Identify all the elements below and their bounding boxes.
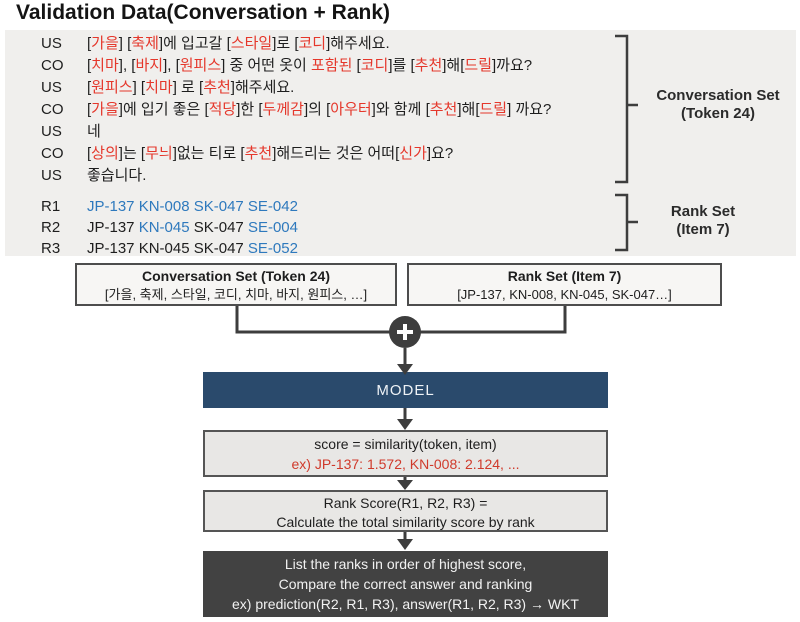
speaker-label: R1 [41,198,61,215]
rank-set-box-content: [JP-137, KN-008, KN-045, SK-047…] [457,287,672,302]
dialog-row: US 좋습니다. [35,165,551,187]
model-label: MODEL [376,381,435,399]
speaker-label: CO [41,101,64,118]
result-line1: List the ranks in order of highest score… [284,556,527,572]
result-line2: Compare the correct answer and ranking [278,576,533,592]
conversation-list: US [가을] [축제]에 입고갈 [스타일]로 [코디]해주세요. CO [치마],… [35,33,551,187]
dialog-row: R2 JP-137 KN-045 SK-047 SE-004 [35,217,298,238]
utterance-text: [원피스] [치마] 로 [추천]해주세요. [87,79,295,96]
speaker-label: US [41,167,62,184]
rank-score-box: Rank Score(R1, R2, R3) = Calculate the t… [203,490,608,532]
speaker-label: R2 [41,219,61,236]
rank-set-label-line2: (Item 7) [676,221,730,238]
dialog-row: CO [상의]는 [무늬]없는 티로 [추천]해드리는 것은 어떠[신가]요? [35,143,551,165]
rank-set-box-title: Rank Set (Item 7) [507,268,622,284]
utterance-text: [상의]는 [무늬]없는 티로 [추천]해드리는 것은 어떠[신가]요? [87,145,454,162]
model-box: MODEL [203,372,608,408]
arrow-to-model [397,348,413,375]
merge-connector-line [235,306,567,334]
dialog-row: US 네 [35,121,551,143]
dialog-row: CO [가을]에 입기 좋은 [적당]한 [두께감]의 [아우터]와 함께 [추천… [35,99,551,121]
utterance-text: JP-137 KN-045 SK-047 SE-004 [87,219,298,236]
score-formula: score = similarity(token, item) [314,436,497,452]
rank-set-label-line1: Rank Set [670,203,736,220]
score-example: ex) JP-137: 1.572, KN-008: 2.124, ... [291,456,520,472]
conversation-set-label-line2: (Token 24) [681,105,755,122]
arrow-model-to-score [397,408,413,430]
rank-score-line2: Calculate the total similarity score by … [276,514,535,530]
rank-set-bracket-label: Rank Set (Item 7) [636,203,770,239]
speaker-label: US [41,123,62,140]
utterance-text: [가을]에 입기 좋은 [적당]한 [두께감]의 [아우터]와 함께 [추천]해… [87,101,552,118]
arrow-score-to-rankscore [397,477,413,490]
utterance-text: 좋습니다. [87,167,147,184]
utterance-text: JP-137 KN-008 SK-047 SE-042 [87,198,298,215]
conversation-set-box: Conversation Set (Token 24) [가을, 축제, 스타일… [75,263,397,306]
conversation-set-label-line1: Conversation Set [656,87,780,104]
dialog-row: R3 JP-137 KN-045 SK-047 SE-052 [35,238,298,259]
utterance-text: [가을] [축제]에 입고갈 [스타일]로 [코디]해주세요. [87,35,390,52]
plus-icon [389,316,421,348]
speaker-label: CO [41,145,64,162]
utterance-text: [치마], [바지], [원피스] 중 어떤 옷이 포함된 [코디]를 [추천]… [87,57,533,74]
page-title: Validation Data(Conversation + Rank) [16,1,391,24]
arrow-rankscore-to-result [397,532,413,550]
score-box: score = similarity(token, item) ex) JP-1… [203,430,608,477]
rank-score-line1: Rank Score(R1, R2, R3) = [323,495,488,511]
speaker-label: CO [41,57,64,74]
validation-data-panel: US [가을] [축제]에 입고갈 [스타일]로 [코디]해주세요. CO [치마],… [5,30,796,259]
speaker-label: US [41,35,62,52]
dialog-row: R1 JP-137 KN-008 SK-047 SE-042 [35,196,298,217]
rank-set-box: Rank Set (Item 7) [JP-137, KN-008, KN-04… [407,263,722,306]
utterance-text: JP-137 KN-045 SK-047 SE-052 [87,240,298,257]
dialog-row: US [가을] [축제]에 입고갈 [스타일]로 [코디]해주세요. [35,33,551,55]
utterance-text: 네 [87,123,101,140]
conversation-set-box-content: [가을, 축제, 스타일, 코디, 치마, 바지, 원피스, …] [104,287,368,302]
dialog-row: CO [치마], [바지], [원피스] 중 어떤 옷이 포함된 [코디]를 [추… [35,55,551,77]
result-line3: ex) prediction(R2, R1, R3), answer(R1, R… [232,596,579,612]
dialog-row: US [원피스] [치마] 로 [추천]해주세요. [35,77,551,99]
speaker-label: R3 [41,240,61,257]
conversation-set-bracket-label: Conversation Set (Token 24) [640,87,796,123]
result-box: List the ranks in order of highest score… [203,551,608,617]
conversation-set-box-title: Conversation Set (Token 24) [141,268,330,284]
speaker-label: US [41,79,62,96]
